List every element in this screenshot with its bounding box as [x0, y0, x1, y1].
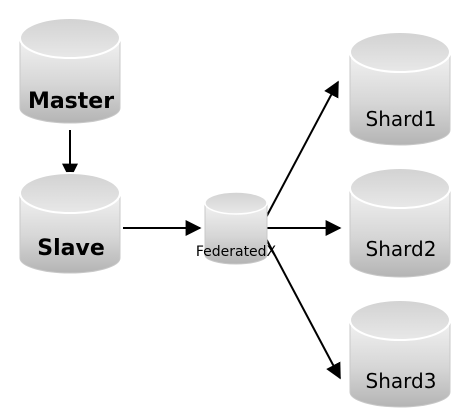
- shard3-cylinder-top: [349, 299, 451, 341]
- slave-label: Slave: [37, 236, 105, 261]
- shard1-cylinder-body: [349, 51, 451, 146]
- federatedx-cylinder-top: [204, 191, 268, 215]
- shard2-cylinder-top: [349, 167, 451, 209]
- shard2-database: Shard2: [349, 167, 451, 278]
- shard2-label: Shard2: [366, 237, 437, 261]
- master-label: Master: [28, 89, 114, 114]
- federatedx-label: FederatedX: [196, 244, 277, 260]
- connector-arrows: [62, 80, 342, 380]
- slave-database: Slave: [19, 172, 121, 274]
- shard1-database: Shard1: [349, 31, 451, 146]
- shard3-label: Shard3: [366, 369, 437, 393]
- shard1-cylinder-top: [349, 31, 451, 73]
- slave-cylinder-body: [19, 192, 121, 274]
- federatedx-database: FederatedX: [196, 191, 277, 265]
- shard1-label: Shard1: [366, 107, 437, 131]
- shard3-database: Shard3: [349, 299, 451, 408]
- arrow-federatedx-to-shard1: [261, 80, 339, 226]
- master-database: Master: [19, 17, 121, 124]
- shard3-cylinder-body: [349, 319, 451, 408]
- slave-cylinder-top: [19, 172, 121, 214]
- master-cylinder-top: [19, 17, 121, 59]
- master-cylinder-body: [19, 37, 121, 124]
- shard2-cylinder-body: [349, 187, 451, 278]
- arrow-federatedx-to-shard3: [261, 230, 341, 380]
- federatedx-cylinder-body: [204, 202, 268, 265]
